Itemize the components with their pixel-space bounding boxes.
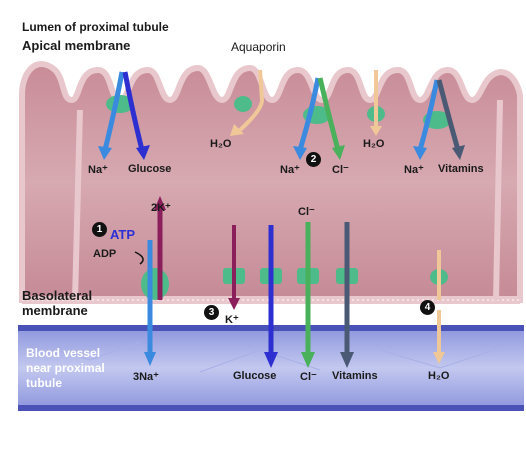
k2-label: 2K⁺ (151, 202, 171, 214)
k-label: K⁺ (225, 314, 239, 326)
atp-label: ATP (110, 227, 136, 242)
blood-vessel-label-2: near proximal (26, 361, 105, 375)
blood-glucose-label: Glucose (233, 370, 277, 382)
blood-na-label: 3Na⁺ (133, 371, 159, 383)
step-2-marker: 2 (306, 152, 321, 167)
cl-top-label: Cl⁻ (298, 206, 315, 218)
blood-water-label: H₂O (428, 370, 450, 382)
apical-water-label-1: H₂O (210, 138, 232, 150)
basolateral-arrows (134, 196, 445, 368)
basolateral-label-1: Basolateral (22, 288, 93, 303)
apical-glucose-label: Glucose (128, 163, 172, 175)
blood-cl-label: Cl⁻ (300, 371, 317, 383)
aquaporin-label: Aquaporin (231, 40, 286, 54)
apical-na-label-2: Na⁺ (280, 164, 300, 176)
basolateral-label-2: membrane (22, 303, 88, 318)
apical-na-label-3: Na⁺ (404, 164, 424, 176)
apical-vitamins-label: Vitamins (438, 163, 484, 175)
apical-cl-label: Cl⁻ (332, 164, 349, 176)
lumen-label: Lumen of proximal tubule (22, 20, 169, 34)
blood-vessel-label-1: Blood vessel (26, 346, 101, 360)
blood-vitamins-label: Vitamins (332, 370, 378, 382)
blood-vessel-label-3: tubule (26, 376, 62, 390)
apical-na-label-1: Na⁺ (88, 164, 108, 176)
apical-arrows (98, 69, 465, 160)
step-1-marker: 1 (92, 222, 107, 237)
apical-water-label-2: H₂O (363, 138, 385, 150)
step-3-marker: 3 (204, 305, 219, 320)
adp-label: ADP (93, 248, 117, 260)
step-4-marker: 4 (420, 300, 435, 315)
apical-membrane-label: Apical membrane (22, 38, 131, 53)
